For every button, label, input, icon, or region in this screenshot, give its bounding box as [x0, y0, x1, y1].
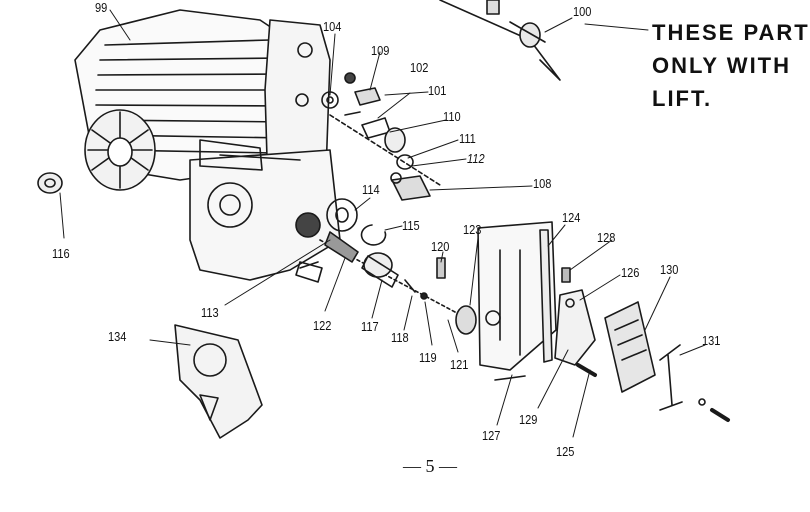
seal-116-drawing — [37, 172, 63, 194]
callout-126: 126 — [621, 265, 640, 280]
rod-124-drawing — [539, 229, 553, 363]
note-line-2: ONLY WITH — [652, 53, 792, 78]
callout-115: 115 — [402, 218, 420, 233]
callout-130: 130 — [660, 262, 679, 277]
callout-110: 110 — [443, 109, 461, 124]
callout-131: 131 — [702, 333, 721, 348]
callout-118: 118 — [391, 330, 409, 345]
callout-116: 116 — [52, 246, 70, 261]
gasket-134-drawing — [174, 324, 263, 439]
callout-125: 125 — [556, 444, 575, 459]
valve-plate-123-drawing — [477, 221, 557, 371]
spring-128-drawing — [561, 267, 571, 283]
callout-100: 100 — [573, 4, 592, 19]
cover-130-drawing — [604, 301, 656, 393]
note-line-3: LIFT. — [652, 86, 713, 111]
gear-housing-drawing — [74, 9, 341, 281]
callout-127: 127 — [482, 428, 501, 443]
callout-101: 101 — [428, 83, 447, 98]
callout-119: 119 — [419, 350, 437, 365]
shaft-assembly-drawing — [329, 114, 441, 201]
callout-121: 121 — [450, 357, 469, 372]
part-100-drawing — [439, 0, 561, 81]
callout-120: 120 — [431, 239, 450, 254]
callout-117: 117 — [361, 319, 379, 334]
lift-only-note: THESE PARTS ONLY WITH LIFT. — [652, 16, 810, 115]
bolts-drawing — [299, 261, 597, 381]
callout-128: 128 — [597, 230, 616, 245]
callout-113: 113 — [201, 305, 219, 320]
leader-lines — [59, 9, 706, 438]
callout-122: 122 — [313, 318, 332, 333]
callout-111: 111 — [459, 131, 476, 146]
callout-109: 109 — [371, 43, 390, 58]
lever-131-drawing — [659, 344, 730, 422]
callout-108: 108 — [533, 176, 552, 191]
gaskets-drawing — [326, 198, 387, 246]
callout-129: 129 — [519, 412, 538, 427]
small-fittings-drawing — [321, 72, 391, 139]
page-number: — 5 — — [403, 456, 457, 476]
callout-123: 123 — [463, 222, 482, 237]
callout-114: 114 — [362, 182, 380, 197]
callout-124: 124 — [562, 210, 581, 225]
callout-134: 134 — [108, 329, 127, 344]
callout-112: 112 — [467, 151, 485, 166]
valve-parts-drawing — [295, 231, 477, 335]
callout-104: 104 — [323, 19, 342, 34]
callout-99: 99 — [95, 0, 108, 15]
callout-102: 102 — [410, 60, 429, 75]
bracket-126-drawing — [554, 289, 596, 366]
note-line-1: THESE PARTS — [652, 20, 810, 45]
